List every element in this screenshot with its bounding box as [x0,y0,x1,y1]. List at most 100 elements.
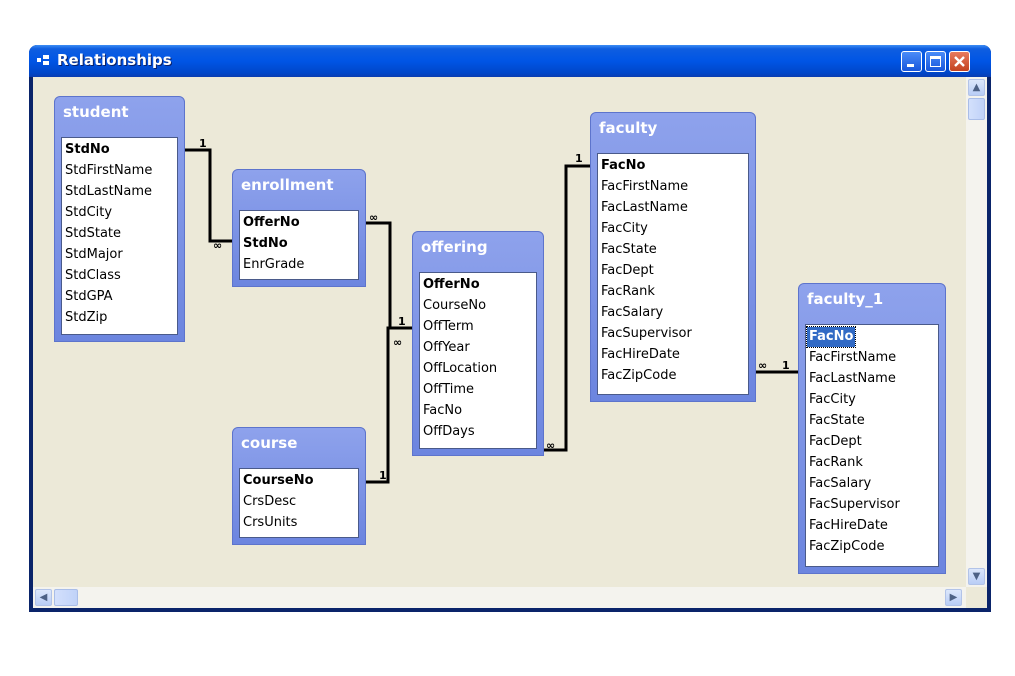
field-item[interactable]: CrsDesc [243,494,297,509]
field-item[interactable]: FacDept [809,434,862,449]
field-item[interactable]: StdNo [243,236,288,251]
rel-many-label: ∞ [393,336,402,349]
field-item[interactable]: FacSupervisor [809,497,900,512]
vertical-scroll-thumb[interactable] [968,98,985,120]
field-item-selected[interactable]: FacNo [805,326,857,348]
field-item[interactable]: CourseNo [423,298,487,313]
field-item[interactable]: FacNo [601,158,646,173]
close-button[interactable] [949,51,970,72]
relationship-lines: 1 ∞ ∞ 1 ∞ 1 1 ∞ ∞ 1 [185,137,798,484]
rel-one-label: 1 [782,359,790,372]
field-list[interactable]: CourseNo CrsDesc CrsUnits [239,468,359,538]
relationships-icon [37,55,51,67]
chevron-up-icon: ▲ [972,82,981,93]
relationship-line-student-enrollment [185,148,232,243]
window-title: Relationships [57,51,172,69]
table-faculty[interactable]: faculty FacNo FacFirstName FacLastName F… [590,112,756,402]
field-item[interactable]: FacFirstName [601,179,689,194]
field-item[interactable]: StdNo [65,142,110,157]
field-item[interactable]: FacSalary [601,305,664,320]
field-item[interactable]: FacCity [601,221,648,236]
field-item[interactable]: CourseNo [243,473,314,488]
relationships-canvas[interactable]: 1 ∞ ∞ 1 ∞ 1 1 ∞ ∞ 1 student StdNo StdFir… [33,77,966,587]
scroll-down-button[interactable]: ▼ [968,568,985,585]
field-item[interactable]: FacLastName [809,371,896,386]
field-list[interactable]: OfferNo StdNo EnrGrade [239,210,359,280]
table-title: course [241,434,298,452]
maximize-button[interactable] [925,51,946,72]
field-item[interactable]: StdCity [65,205,113,220]
chevron-left-icon: ◀ [39,592,48,603]
field-item[interactable]: FacState [601,242,657,257]
field-list[interactable]: FacNo FacFirstName FacLastName FacCity F… [597,153,749,395]
field-item[interactable]: StdState [65,226,122,241]
field-item[interactable]: FacNo [423,403,463,418]
horizontal-scroll-thumb[interactable] [54,589,78,606]
field-item[interactable]: StdFirstName [65,163,153,178]
field-item[interactable]: StdLastName [65,184,153,199]
field-list[interactable]: StdNo StdFirstName StdLastName StdCity S… [61,137,178,335]
minimize-icon [907,64,914,67]
field-item[interactable]: StdZip [65,310,108,325]
field-item[interactable]: EnrGrade [243,257,305,272]
field-item[interactable]: StdClass [65,268,121,283]
rel-one-label: 1 [575,152,583,165]
field-item[interactable]: FacHireDate [601,347,680,362]
minimize-button[interactable] [901,51,922,72]
field-list[interactable]: FacNo FacFirstName FacLastName FacCity F… [805,324,939,567]
field-item[interactable]: StdGPA [65,289,113,304]
field-item[interactable]: OffTerm [423,319,474,334]
table-title: faculty [599,119,658,137]
relationship-line-enrollment-offering [366,221,412,330]
horizontal-scrollbar[interactable]: ◀ ▶ [33,587,966,608]
field-item[interactable]: OffYear [423,340,470,355]
field-item[interactable]: FacZipCode [809,539,885,554]
chevron-right-icon: ▶ [949,592,958,603]
field-item[interactable]: StdMajor [65,247,123,262]
close-icon [954,56,965,67]
table-course[interactable]: course CourseNo CrsDesc CrsUnits [232,427,366,545]
field-item[interactable]: OffDays [423,424,475,439]
table-title: faculty_1 [807,290,884,308]
field-item[interactable]: CrsUnits [243,515,298,530]
table-title: enrollment [241,176,334,194]
title-bar[interactable]: Relationships [29,45,991,77]
chevron-down-icon: ▼ [972,571,981,582]
field-item[interactable]: FacLastName [601,200,688,215]
table-enrollment[interactable]: enrollment OfferNo StdNo EnrGrade [232,169,366,287]
field-item[interactable]: FacFirstName [809,350,897,365]
scroll-left-button[interactable]: ◀ [35,589,52,606]
field-item[interactable]: FacHireDate [809,518,888,533]
window-client: 1 ∞ ∞ 1 ∞ 1 1 ∞ ∞ 1 student StdNo StdFir… [33,77,987,608]
field-item[interactable]: FacSupervisor [601,326,692,341]
vertical-scrollbar[interactable]: ▲ ▼ [966,77,987,587]
field-item[interactable]: OffLocation [423,361,498,376]
table-faculty_1[interactable]: faculty_1 FacNo FacFirstName FacLastName… [798,283,946,574]
rel-one-label: 1 [199,137,207,150]
rel-many-label: ∞ [758,359,767,372]
scroll-right-button[interactable]: ▶ [945,589,962,606]
table-student[interactable]: student StdNo StdFirstName StdLastName S… [54,96,185,342]
scrollbar-corner [966,587,987,608]
table-title: student [63,103,129,121]
rel-many-label: ∞ [369,211,378,224]
field-item[interactable]: FacRank [809,455,863,470]
relationship-line-course-offering [366,326,412,484]
field-item[interactable]: FacZipCode [601,368,677,383]
field-item[interactable]: FacCity [809,392,856,407]
field-item[interactable]: OfferNo [243,215,300,230]
maximize-icon [930,56,941,67]
relationships-window: Relationships 1 [29,45,991,612]
field-item[interactable]: OfferNo [423,277,480,292]
relationship-line-faculty-offering [544,164,590,452]
field-item[interactable]: FacDept [601,263,654,278]
table-offering[interactable]: offering OfferNo CourseNo OffTerm OffYea… [412,231,544,456]
field-item[interactable]: FacState [809,413,865,428]
field-item[interactable]: FacSalary [809,476,872,491]
field-item[interactable]: OffTime [423,382,475,397]
field-list[interactable]: OfferNo CourseNo OffTerm OffYear OffLoca… [419,272,537,449]
scroll-up-button[interactable]: ▲ [968,79,985,96]
rel-many-label: ∞ [213,239,222,252]
field-item[interactable]: FacRank [601,284,655,299]
rel-one-label: 1 [398,315,406,328]
